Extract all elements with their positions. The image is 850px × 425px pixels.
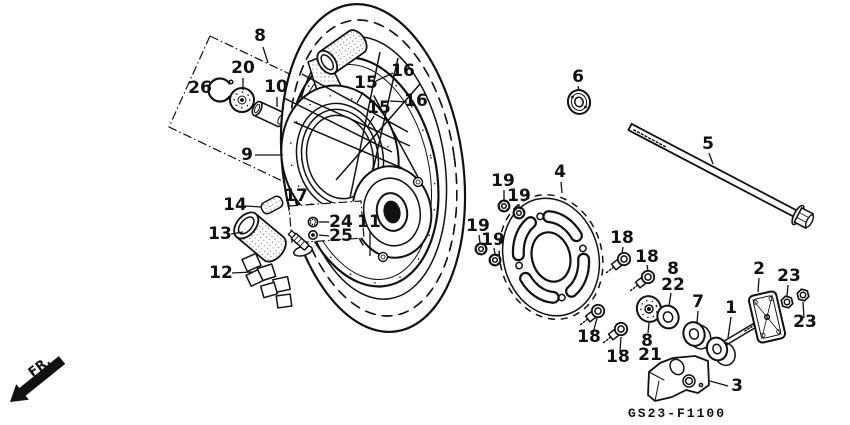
leader-line-1 <box>727 316 732 339</box>
callout-label-14: 14 <box>223 195 247 215</box>
spoke-nipples <box>292 60 436 284</box>
adjuster-bracket <box>647 355 710 402</box>
callout-label-22: 22 <box>661 275 685 295</box>
tensioner-roller <box>682 321 712 350</box>
leader-line-18 <box>592 317 598 334</box>
leader-line-2 <box>757 277 760 293</box>
callout-label-26: 26 <box>188 78 212 98</box>
callout-label-19: 19 <box>507 186 531 206</box>
callout-label-23: 23 <box>793 312 817 332</box>
callout-label-11: 11 <box>357 212 381 232</box>
callout-label-3: 3 <box>731 376 743 396</box>
callout-label-9: 9 <box>241 145 253 165</box>
inner-tube <box>233 211 287 263</box>
sprocket <box>498 193 604 321</box>
front-label: FR. <box>26 354 54 380</box>
leader-line-16 <box>389 100 408 103</box>
leader-line-13 <box>230 231 244 235</box>
rim-band <box>260 195 284 215</box>
chain-adjuster-plate <box>747 290 787 344</box>
leader-line-6 <box>577 85 580 92</box>
leader-line-18 <box>619 336 622 353</box>
callout-label-20: 20 <box>231 58 255 78</box>
callout-label-18: 18 <box>635 247 659 267</box>
leader-line-3 <box>709 380 729 387</box>
leader-line-23 <box>786 284 789 297</box>
callout-label-18: 18 <box>610 228 634 248</box>
valve-stem <box>287 230 313 257</box>
callout-label-21: 21 <box>638 345 662 365</box>
callout-label-19: 19 <box>481 230 505 250</box>
callout-label-19: 19 <box>491 171 515 191</box>
callout-label-6: 6 <box>572 67 584 87</box>
leader-line-19 <box>478 234 481 244</box>
callout-label-19: 19 <box>466 216 490 236</box>
leader-line-16 <box>375 72 394 82</box>
callout-label-1: 1 <box>725 298 737 318</box>
wheel-bearing <box>229 87 255 113</box>
leader-line-8 <box>647 322 650 334</box>
callout-label-18: 18 <box>577 327 601 347</box>
callout-label-8: 8 <box>254 26 266 46</box>
leader-line-22 <box>668 292 672 307</box>
callout-label-7: 7 <box>692 292 704 312</box>
part-code: GS23-F1100 <box>628 406 726 421</box>
locknuts <box>780 288 810 309</box>
drum-holes <box>289 94 391 220</box>
callout-label-8: 8 <box>641 331 653 351</box>
leader-line-19 <box>493 247 496 255</box>
callout-label-12: 12 <box>209 263 233 283</box>
rear-axle-bolt <box>627 123 815 229</box>
wheel-assembly <box>279 3 467 333</box>
callout-label-2: 2 <box>753 259 765 279</box>
socket-bolts <box>579 251 656 344</box>
leader-line-8 <box>262 46 269 64</box>
callout-label-23: 23 <box>777 266 801 286</box>
leader-line-5 <box>708 152 714 165</box>
callout-label-16: 16 <box>391 61 415 81</box>
hub-flange <box>350 165 433 263</box>
tensioner-collar <box>656 304 680 330</box>
callout-label-24: 24 <box>329 212 353 232</box>
tongued-washer <box>566 89 592 115</box>
callout-label-13: 13 <box>208 224 232 244</box>
sprocket-nuts <box>474 199 526 267</box>
roller-bolt <box>705 321 759 367</box>
tensioner-bearing <box>635 295 663 323</box>
leader-line-14 <box>245 205 262 208</box>
leader-line-15 <box>356 91 364 104</box>
leader-line-12 <box>231 271 253 274</box>
front-direction-arrow: FR. <box>10 354 66 402</box>
callout-label-15: 15 <box>354 73 378 93</box>
leader-line-7 <box>696 310 699 324</box>
valve-nut <box>307 216 319 228</box>
callout-label-5: 5 <box>702 134 714 154</box>
leader-line-23 <box>802 301 805 319</box>
callout-label-10: 10 <box>264 77 288 97</box>
leader-line-18 <box>646 264 649 272</box>
callout-label-16: 16 <box>404 91 428 111</box>
callout-label-15: 15 <box>367 98 391 118</box>
callout-label-8: 8 <box>667 259 679 279</box>
callout-label-18: 18 <box>606 347 630 367</box>
leader-line-15 <box>367 115 375 127</box>
leader-line-25 <box>318 234 330 237</box>
callout-label-25: 25 <box>329 226 353 246</box>
valve-washer <box>307 230 318 241</box>
leader-line-4 <box>560 181 563 194</box>
arrow-icon <box>10 356 66 402</box>
leader-line-18 <box>621 246 624 254</box>
spokes <box>283 51 421 203</box>
callout-label-17: 17 <box>284 186 308 206</box>
callout-label-4: 4 <box>554 162 566 182</box>
